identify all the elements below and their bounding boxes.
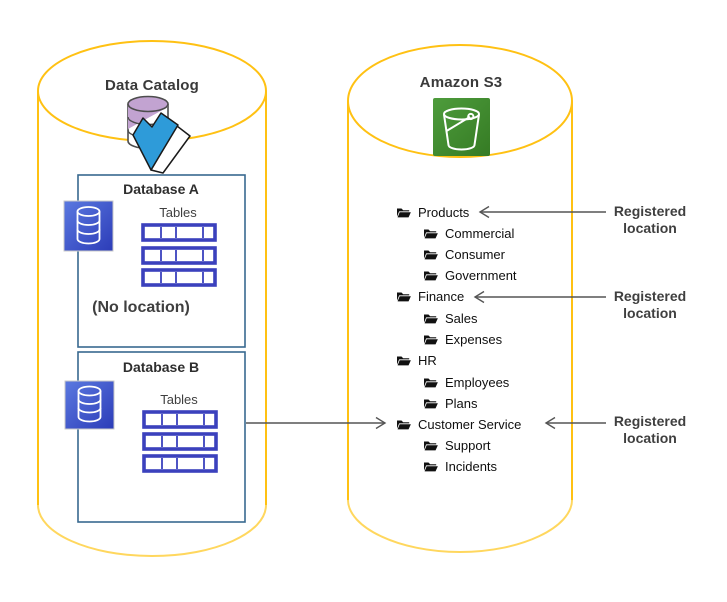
registered-location-label-customer-service: Registered location — [613, 413, 687, 446]
arrow-registered-customer-service — [544, 416, 606, 430]
s3-folder-support: Support — [423, 437, 491, 453]
folder-label: Products — [418, 204, 470, 220]
folder-icon — [423, 462, 439, 472]
table-row-graphic — [141, 268, 217, 287]
arrow-registered-finance — [473, 290, 606, 304]
s3-folder-plans: Plans — [423, 395, 478, 411]
folder-label: Finance — [418, 288, 465, 304]
database-b-tables-label: Tables — [160, 392, 198, 407]
s3-cylinder — [347, 44, 573, 554]
folder-icon — [396, 356, 412, 366]
folder-icon — [423, 229, 439, 239]
data-catalog-icon — [127, 95, 191, 174]
database-b-title: Database B — [122, 359, 200, 375]
database-icon — [64, 380, 115, 430]
table-row-graphic — [142, 432, 218, 451]
database-a-table-rows — [141, 223, 217, 287]
database-b-table-rows — [142, 410, 218, 473]
folder-label: Expenses — [445, 331, 503, 347]
s3-folder-finance: Finance — [396, 288, 465, 304]
data-catalog-title: Data Catalog — [104, 77, 200, 94]
arrows — [246, 205, 606, 430]
arrow-registered-products — [478, 205, 606, 219]
database-icon — [63, 200, 114, 252]
folder-label: Commercial — [445, 225, 515, 241]
folder-icon — [396, 292, 412, 302]
s3-folder-government: Government — [423, 267, 517, 283]
s3-bucket-icon — [433, 98, 490, 156]
folder-icon — [423, 441, 439, 451]
table-row-graphic — [141, 246, 217, 265]
s3-folder-commercial: Commercial — [423, 225, 515, 241]
folder-label: Consumer — [445, 246, 505, 262]
folder-icon — [423, 271, 439, 281]
folder-icon — [396, 208, 412, 218]
table-row-graphic — [141, 223, 217, 242]
folder-icon — [423, 399, 439, 409]
folder-icon — [423, 250, 439, 260]
s3-folder-customer-service: Customer Service — [396, 416, 522, 432]
table-row-graphic — [142, 454, 218, 473]
s3-folder-consumer: Consumer — [423, 246, 505, 262]
folder-label: Employees — [445, 374, 510, 390]
s3-folder-incidents: Incidents — [423, 458, 498, 474]
database-a-no-location-note: (No location) — [92, 299, 190, 316]
folder-label: Customer Service — [418, 416, 522, 432]
table-row-graphic — [142, 410, 218, 429]
folder-label: Incidents — [445, 458, 498, 474]
folder-icon — [423, 335, 439, 345]
s3-folder-sales: Sales — [423, 310, 478, 326]
registered-location-label-products: Registered location — [613, 203, 687, 236]
folder-icon — [423, 314, 439, 324]
s3-folder-expenses: Expenses — [423, 331, 503, 347]
database-a-title: Database A — [123, 181, 199, 197]
folder-icon — [396, 420, 412, 430]
folder-icon — [423, 378, 439, 388]
s3-folder-employees: Employees — [423, 374, 510, 390]
folder-label: Plans — [445, 395, 478, 411]
folder-label: Support — [445, 437, 491, 453]
folder-label: Government — [445, 267, 517, 283]
folder-label: Sales — [445, 310, 478, 326]
folder-label: HR — [418, 352, 437, 368]
database-a-tables-label: Tables — [159, 205, 197, 220]
registered-location-label-finance: Registered location — [613, 288, 687, 321]
s3-folder-products: Products — [396, 204, 470, 220]
s3-folder-hr: HR — [396, 352, 437, 368]
amazon-s3-title: Amazon S3 — [419, 74, 503, 91]
arrow-database-b-to-customer-service — [246, 416, 387, 430]
